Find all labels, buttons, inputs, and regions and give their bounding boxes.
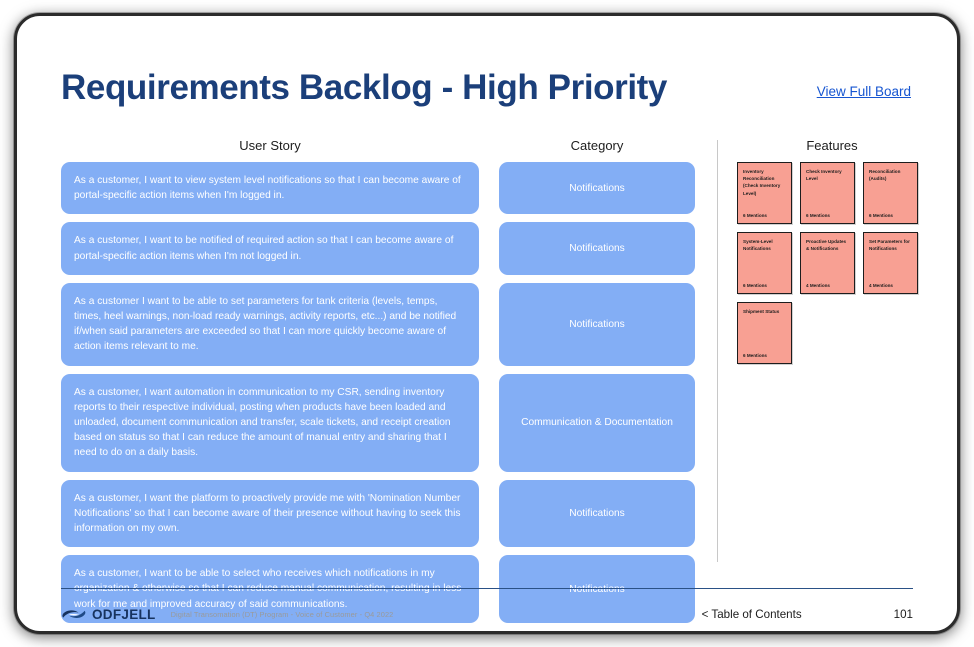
- column-user-story: User Story As a customer, I want to view…: [61, 138, 479, 631]
- feature-mentions-count: 6 Mentions: [869, 213, 893, 218]
- category-card[interactable]: Notifications: [499, 222, 695, 275]
- user-story-card[interactable]: As a customer, I want to be able to crea…: [61, 630, 479, 631]
- view-full-board-link[interactable]: View Full Board: [816, 83, 911, 99]
- feature-card[interactable]: Set Parameters for Notifications 4 Mentio…: [863, 232, 918, 294]
- feature-title: Set Parameters for Notifications: [869, 239, 910, 252]
- backlog-board: User Story As a customer, I want to view…: [61, 138, 927, 631]
- slide-footer: ODFJELL Digital Transomation (DT) Progra…: [61, 599, 913, 629]
- feature-mentions-count: 6 Mentions: [743, 213, 767, 218]
- feature-card[interactable]: Reconciliation (Audits) 6 Mentions: [863, 162, 918, 224]
- feature-card[interactable]: Inventory Reconciliation (Check Inventor…: [737, 162, 792, 224]
- feature-mentions-count: 6 Mentions: [743, 283, 767, 288]
- user-story-text: As a customer I want to be able to set p…: [74, 295, 457, 353]
- user-story-card[interactable]: As a customer, I want automation in comm…: [61, 373, 479, 472]
- category-card[interactable]: Notifications: [499, 162, 695, 215]
- category-label: Notifications: [569, 507, 625, 519]
- feature-title: Check Inventory Level: [806, 169, 842, 182]
- feature-card[interactable]: Check Inventory Level 6 Mentions: [800, 162, 855, 224]
- feature-card-grid: Inventory Reconciliation (Check Inventor…: [737, 162, 919, 364]
- table-of-contents-link[interactable]: < Table of Contents: [701, 607, 802, 621]
- user-story-card[interactable]: As a customer, I want to view system lev…: [61, 162, 479, 215]
- category-card[interactable]: Communication & Documentation: [499, 373, 695, 472]
- feature-mentions-count: 6 Mentions: [743, 353, 767, 358]
- footer-caption: Digital Transomation (DT) Program - Voic…: [170, 609, 394, 619]
- footer-divider: [61, 588, 913, 590]
- feature-card[interactable]: System-Level Notifications 6 Mentions: [737, 232, 792, 294]
- feature-card[interactable]: Proactive Updates & Notifications 4 Menti…: [800, 232, 855, 294]
- category-label: Notifications: [569, 182, 625, 194]
- user-story-card[interactable]: As a customer I want to be able to set p…: [61, 282, 479, 366]
- column-header-category: Category: [570, 138, 624, 153]
- page-number: 101: [893, 607, 913, 621]
- feature-title: Inventory Reconciliation (Check Inventor…: [743, 169, 781, 196]
- features-column-divider: [717, 140, 718, 562]
- odfjell-wordmark: ODFJELL: [92, 606, 156, 622]
- feature-title: Reconciliation (Audits): [869, 169, 901, 182]
- feature-card[interactable]: Shipment Status 6 Mentions: [737, 302, 792, 364]
- category-card[interactable]: Notifications: [499, 630, 695, 631]
- user-story-card[interactable]: As a customer, I want the platform to pr…: [61, 479, 479, 548]
- user-story-card-list: As a customer, I want to view system lev…: [61, 162, 479, 631]
- odfjell-logo: ODFJELL: [61, 606, 156, 623]
- slide-header: Requirements Backlog - High Priority Vie…: [17, 58, 957, 118]
- feature-title: System-Level Notifications: [743, 239, 773, 252]
- column-header-user-story: User Story: [239, 138, 301, 153]
- feature-title: Proactive Updates & Notifications: [806, 239, 847, 252]
- slide-page: Requirements Backlog - High Priority Vie…: [14, 13, 960, 634]
- user-story-text: As a customer, I want automation in comm…: [74, 386, 451, 459]
- user-story-card[interactable]: As a customer, I want to be notified of …: [61, 222, 479, 275]
- category-card[interactable]: Notifications: [499, 282, 695, 366]
- feature-title: Shipment Status: [743, 309, 780, 314]
- category-label: Communication & Documentation: [521, 417, 673, 429]
- odfjell-swoosh-logo-icon: [62, 609, 86, 618]
- footer-navigation: < Table of Contents 101: [702, 608, 913, 621]
- feature-mentions-count: 4 Mentions: [869, 283, 893, 288]
- feature-mentions-count: 4 Mentions: [806, 283, 830, 288]
- category-card[interactable]: Notifications: [499, 479, 695, 548]
- column-header-features: Features: [806, 138, 858, 153]
- column-features: Features Inventory Reconciliation (Check…: [717, 138, 927, 562]
- category-label: Notifications: [569, 243, 625, 255]
- page-title: Requirements Backlog - High Priority: [61, 67, 667, 107]
- user-story-text: As a customer, I want to view system lev…: [74, 175, 461, 202]
- user-story-text: As a customer, I want the platform to pr…: [74, 492, 461, 535]
- category-label: Notifications: [569, 318, 625, 330]
- feature-mentions-count: 6 Mentions: [806, 213, 830, 218]
- footer-branding: ODFJELL Digital Transomation (DT) Progra…: [61, 606, 393, 623]
- user-story-text: As a customer, I want to be notified of …: [74, 235, 454, 262]
